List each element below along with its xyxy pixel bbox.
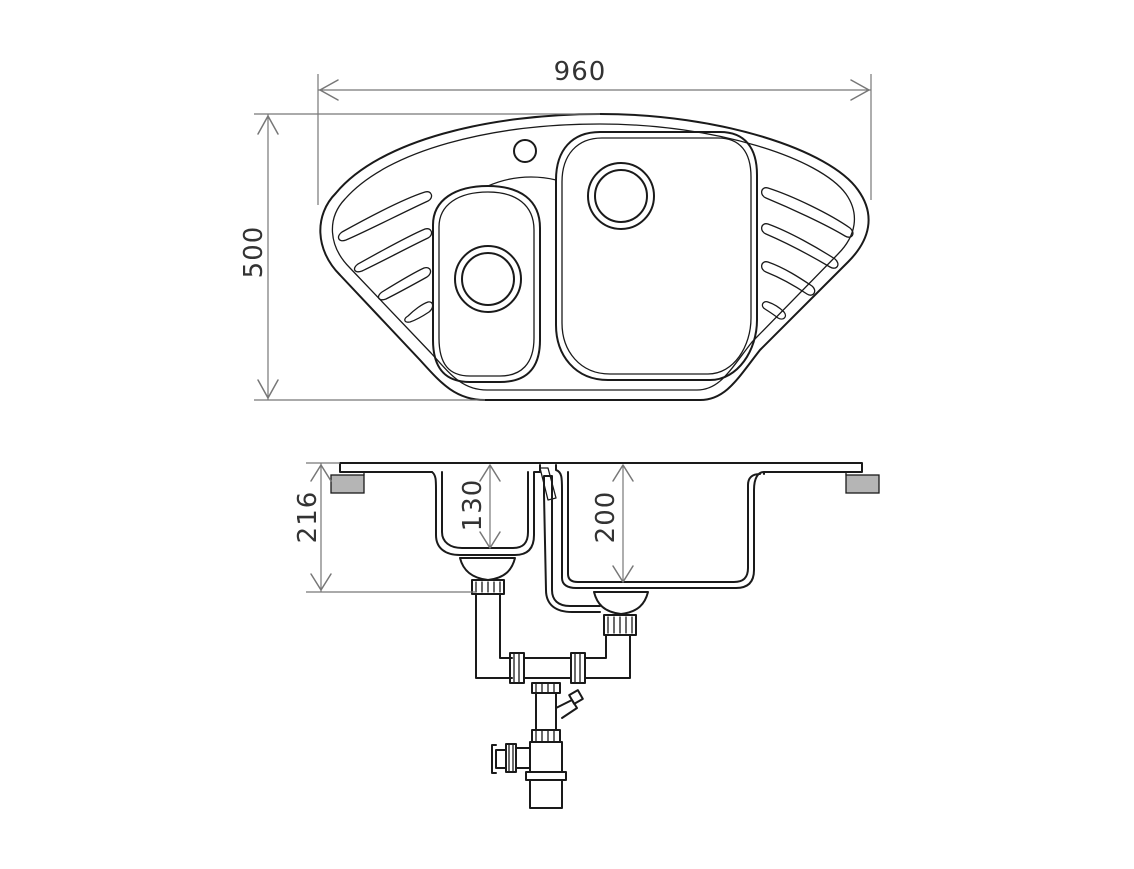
small-bowl-depth-label: 130 bbox=[458, 479, 488, 532]
side-deck bbox=[339, 462, 863, 475]
trap-body bbox=[491, 741, 567, 809]
left-mounting-pad bbox=[330, 474, 365, 494]
large-bowl-depth-dimension: 200 bbox=[591, 464, 634, 583]
large-bowl-depth-label: 200 bbox=[591, 491, 621, 544]
height-dimension-label: 216 bbox=[293, 491, 323, 544]
overflow-pipe bbox=[543, 475, 601, 613]
top-view: 960 500 bbox=[239, 57, 872, 401]
side-large-bowl bbox=[555, 464, 765, 589]
side-view: 216 130 200 bbox=[293, 462, 880, 809]
sink-outer-outline bbox=[319, 113, 870, 401]
large-bowl-strainer bbox=[593, 591, 649, 636]
tee-connector bbox=[509, 652, 586, 684]
small-bowl bbox=[432, 185, 541, 383]
trap-trunk bbox=[531, 682, 584, 743]
tap-hole bbox=[513, 139, 537, 163]
left-drainer-grooves bbox=[337, 191, 434, 323]
small-bowl-strainer bbox=[459, 557, 516, 595]
overflow-inlet bbox=[539, 467, 557, 501]
large-bowl-drain-outer bbox=[587, 162, 655, 230]
right-mounting-pad bbox=[845, 474, 880, 494]
height-dimension: 216 bbox=[293, 462, 476, 593]
depth-dimension-label: 500 bbox=[239, 226, 269, 279]
left-drain-pipe bbox=[475, 593, 513, 679]
width-dimension: 960 bbox=[317, 57, 872, 205]
right-drainer-grooves bbox=[761, 187, 854, 320]
small-bowl-drain-inner bbox=[461, 252, 515, 306]
right-drain-pipe bbox=[584, 634, 631, 679]
large-bowl-drain-inner bbox=[594, 169, 648, 223]
small-bowl-drain-outer bbox=[454, 245, 522, 313]
small-bowl-depth-dimension: 130 bbox=[458, 464, 501, 549]
bowl-divider-ridge bbox=[487, 176, 557, 187]
large-bowl-inner bbox=[561, 137, 752, 375]
sink-inner-rim bbox=[331, 123, 856, 391]
small-bowl-inner bbox=[438, 191, 535, 377]
width-dimension-label: 960 bbox=[554, 57, 607, 87]
large-bowl bbox=[555, 131, 758, 381]
side-small-bowl bbox=[431, 464, 541, 556]
depth-dimension: 500 bbox=[239, 113, 600, 401]
